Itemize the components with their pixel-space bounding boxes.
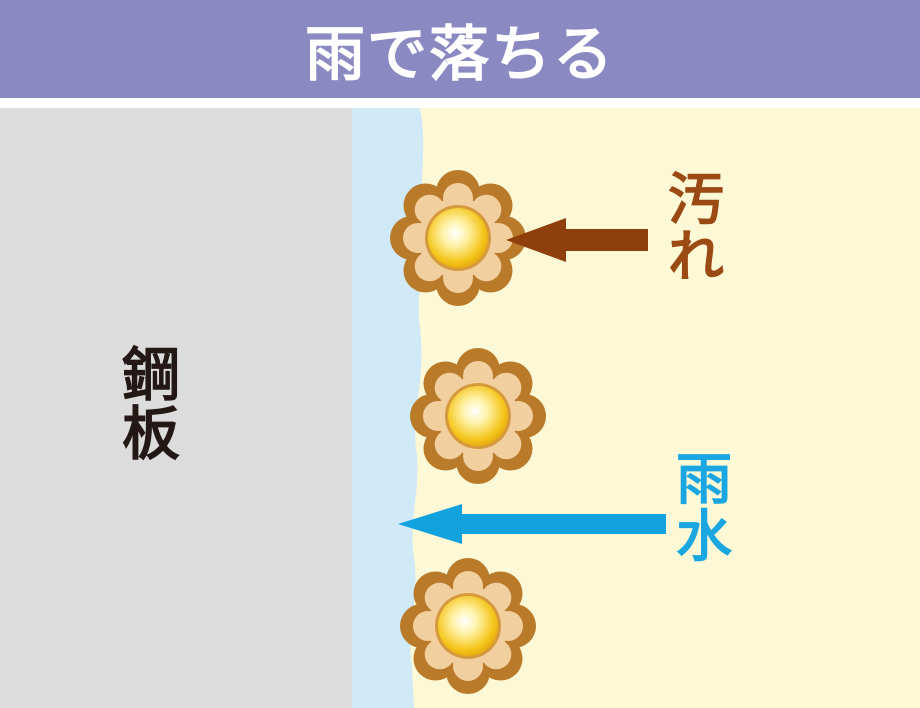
steel-plate-label-char: 鋼	[122, 341, 181, 409]
header-bar: 雨で落ちる	[0, 0, 920, 98]
dirt-particle-icon	[410, 348, 546, 484]
steel-plate-label: 鋼 板	[122, 341, 181, 469]
dirt-label-char: れ	[668, 225, 724, 291]
rainwater-label: 雨 水	[676, 452, 732, 566]
steel-plate	[0, 108, 352, 708]
page-title: 雨で落ちる	[305, 19, 615, 90]
dirt-particle-icon	[390, 170, 526, 306]
rainwater-label-char: 雨	[676, 448, 732, 513]
diagram-scene: 鋼 板 汚 れ 雨 水	[0, 108, 920, 708]
dirt-particle-icon	[400, 558, 536, 694]
rainwater-label-char: 水	[676, 505, 732, 571]
dirt-arrow-icon	[506, 218, 648, 262]
steel-plate-label-char: 板	[122, 400, 181, 469]
diagram-canvas	[0, 108, 920, 708]
rainwater-arrow-icon	[398, 504, 666, 544]
dirt-label-char: 汚	[668, 168, 724, 233]
dirt-label: 汚 れ	[668, 172, 724, 286]
